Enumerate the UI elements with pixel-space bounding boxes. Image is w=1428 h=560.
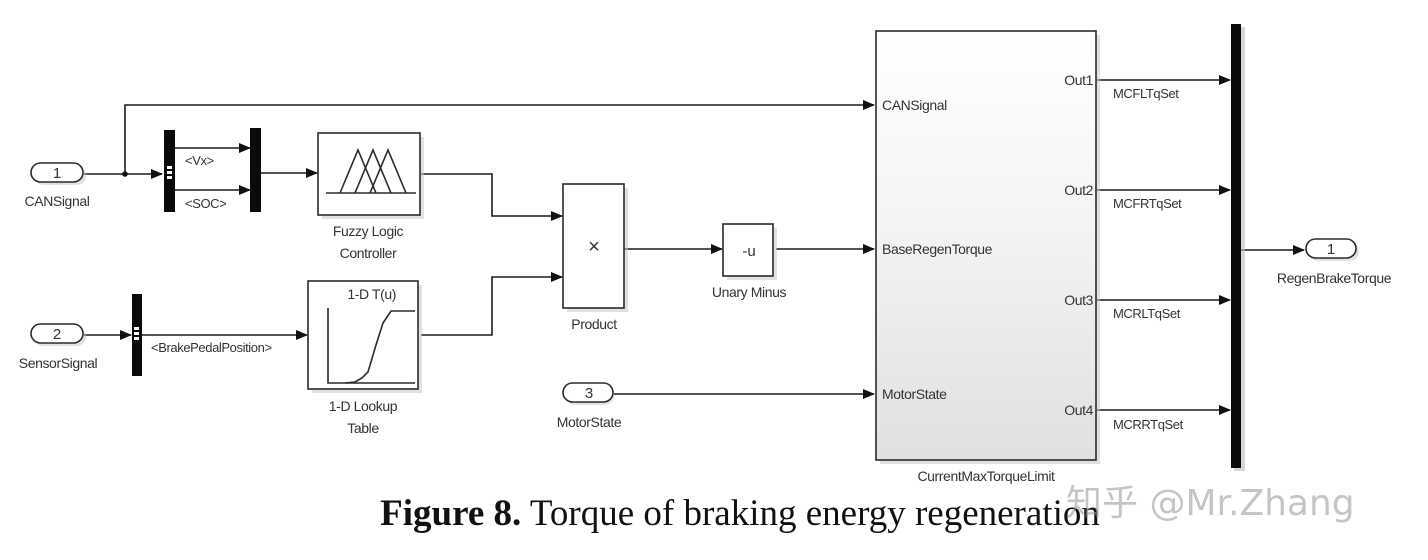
signal-label-mcfrtqset: MCFRTqSet bbox=[1113, 196, 1182, 211]
wires bbox=[84, 75, 1305, 415]
outport-regenbraketorque[interactable]: 1 RegenBrakeTorque bbox=[1277, 238, 1392, 286]
subsystem-currentmaxtorquelimit[interactable]: CANSignal BaseRegenTorque MotorState Out… bbox=[875, 30, 1100, 484]
inport-number: 2 bbox=[53, 326, 61, 343]
lookup-title: 1-D T(u) bbox=[347, 286, 396, 302]
lookup-table-block[interactable]: 1-D T(u) 1-D Lookup Table bbox=[307, 280, 422, 436]
bus-selector-2[interactable]: <BrakePedalPosition> bbox=[132, 294, 272, 376]
inport-label: SensorSignal bbox=[19, 355, 98, 371]
outport-number: 1 bbox=[1327, 241, 1335, 258]
signal-label-vx: <Vx> bbox=[185, 153, 214, 168]
wire-fuzzy-to-product bbox=[421, 173, 563, 221]
subsystem-output-out3: Out3 bbox=[1064, 292, 1093, 308]
signal-label-mcrrtqset: MCRRTqSet bbox=[1113, 417, 1184, 432]
block-label-line2: Controller bbox=[340, 245, 397, 261]
subsystem-input-cansignal: CANSignal bbox=[882, 97, 947, 113]
block-label-line1: 1-D Lookup bbox=[329, 398, 398, 414]
block-label-line2: Table bbox=[347, 420, 379, 436]
figure-caption: Figure 8. Torque of braking energy regen… bbox=[0, 492, 1428, 535]
subsystem-label: CurrentMaxTorqueLimit bbox=[917, 468, 1055, 484]
inport-label: CANSignal bbox=[25, 193, 90, 209]
signal-label-soc: <SOC> bbox=[185, 196, 226, 211]
signal-label-brakepedalposition: <BrakePedalPosition> bbox=[151, 340, 272, 355]
inport-number: 3 bbox=[585, 385, 593, 402]
block-label-line1: Fuzzy Logic bbox=[333, 223, 404, 239]
bus-creator-output[interactable] bbox=[1231, 24, 1245, 471]
inport-label: MotorState bbox=[557, 414, 622, 430]
inport-cansignal[interactable]: 1 CANSignal bbox=[25, 162, 90, 209]
product-block[interactable]: × Product bbox=[562, 183, 628, 332]
subsystem-input-baseregentorque: BaseRegenTorque bbox=[882, 241, 993, 257]
figure-caption-text: Torque of braking energy regeneration bbox=[521, 493, 1100, 534]
subsystem-output-out4: Out4 bbox=[1064, 402, 1093, 418]
watermark: 知乎 @Mr.Zhang bbox=[1066, 483, 1355, 524]
subsystem-output-out1: Out1 bbox=[1064, 72, 1093, 88]
output-signal-labels: MCFLTqSet MCFRTqSet MCRLTqSet MCRRTqSet bbox=[1113, 86, 1184, 432]
bus-selector-1[interactable]: <Vx> <SOC> bbox=[164, 130, 227, 212]
bus-creator-1[interactable] bbox=[250, 128, 261, 212]
lookup-curve-icon bbox=[327, 308, 415, 384]
inport-motorstate[interactable]: 3 MotorState bbox=[557, 382, 622, 430]
outport-label: RegenBrakeTorque bbox=[1277, 270, 1392, 286]
wire-lookup-to-product bbox=[421, 272, 563, 336]
unary-minus-symbol: -u bbox=[742, 243, 755, 260]
signal-label-mcrltqset: MCRLTqSet bbox=[1113, 306, 1181, 321]
unary-minus-block[interactable]: -u Unary Minus bbox=[712, 223, 787, 300]
inport-sensorsignal[interactable]: 2 SensorSignal bbox=[19, 323, 98, 371]
wire-cansignal-to-subsystem bbox=[124, 100, 875, 174]
block-label: Unary Minus bbox=[712, 284, 787, 300]
membership-functions-icon bbox=[326, 147, 416, 194]
figure-caption-label: Figure 8. bbox=[380, 493, 522, 534]
block-label: Product bbox=[571, 316, 617, 332]
multiply-icon: × bbox=[588, 236, 600, 258]
fuzzy-logic-controller-block[interactable]: Fuzzy Logic Controller bbox=[317, 132, 424, 261]
inport-number: 1 bbox=[53, 165, 61, 182]
subsystem-output-out2: Out2 bbox=[1064, 182, 1093, 198]
subsystem-input-motorstate: MotorState bbox=[882, 386, 947, 402]
signal-label-mcfltqset: MCFLTqSet bbox=[1113, 86, 1179, 101]
